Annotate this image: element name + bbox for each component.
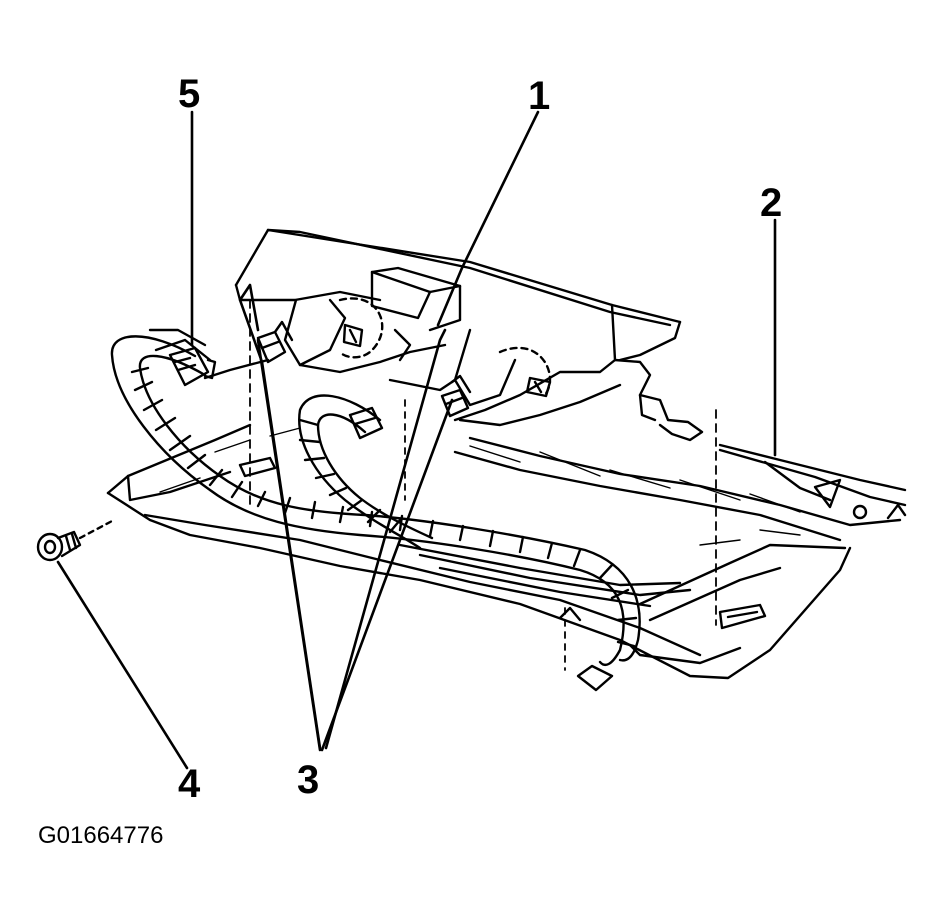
leader-line-3d bbox=[324, 328, 447, 750]
figure-id-label: G01664776 bbox=[38, 822, 164, 849]
mounting-screw bbox=[36, 518, 116, 562]
callout-4: 4 bbox=[178, 762, 201, 806]
leader-line-3c bbox=[238, 283, 322, 750]
installation-guides bbox=[249, 299, 717, 671]
bulb-socket-left bbox=[256, 330, 287, 364]
leader-line-4 bbox=[56, 560, 189, 770]
lamp-housing bbox=[234, 228, 704, 442]
leader-line-1 bbox=[436, 110, 540, 327]
callout-2: 2 bbox=[760, 181, 783, 225]
harness-connector bbox=[168, 346, 210, 387]
callout-1: 1 bbox=[528, 74, 551, 118]
leader-line-3b bbox=[320, 398, 454, 752]
mounting-panel bbox=[106, 423, 907, 692]
leader-lines bbox=[56, 110, 777, 770]
callout-5: 5 bbox=[178, 72, 201, 116]
callout-3: 3 bbox=[297, 758, 320, 802]
wiring-harness bbox=[110, 328, 641, 666]
